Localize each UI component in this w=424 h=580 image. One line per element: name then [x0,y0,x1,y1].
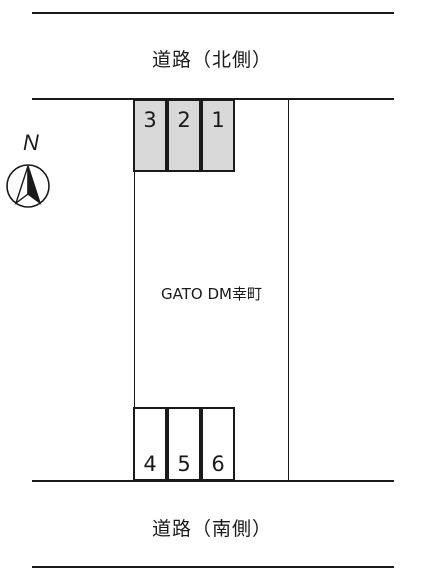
building-outline [134,99,289,481]
south-road-label: 道路（南側） [151,518,272,540]
parking-slot-1: 1 [201,99,235,172]
north-road-top-edge [32,12,394,14]
parking-slot-3: 3 [133,99,167,172]
compass-letter: N [23,130,39,155]
north-road-bottom-edge [32,98,394,100]
parking-slot-6: 6 [201,407,235,481]
parking-slot-4: 4 [133,407,167,481]
south-road-bottom-edge [32,566,394,568]
parking-slot-5: 5 [167,407,201,481]
parking-slot-2: 2 [167,99,201,172]
building-name: GATO DM幸町 [161,285,262,303]
north-road-label: 道路（北側） [151,49,272,71]
south-road-top-edge [32,480,394,482]
north-arrow-icon: N [6,130,50,208]
